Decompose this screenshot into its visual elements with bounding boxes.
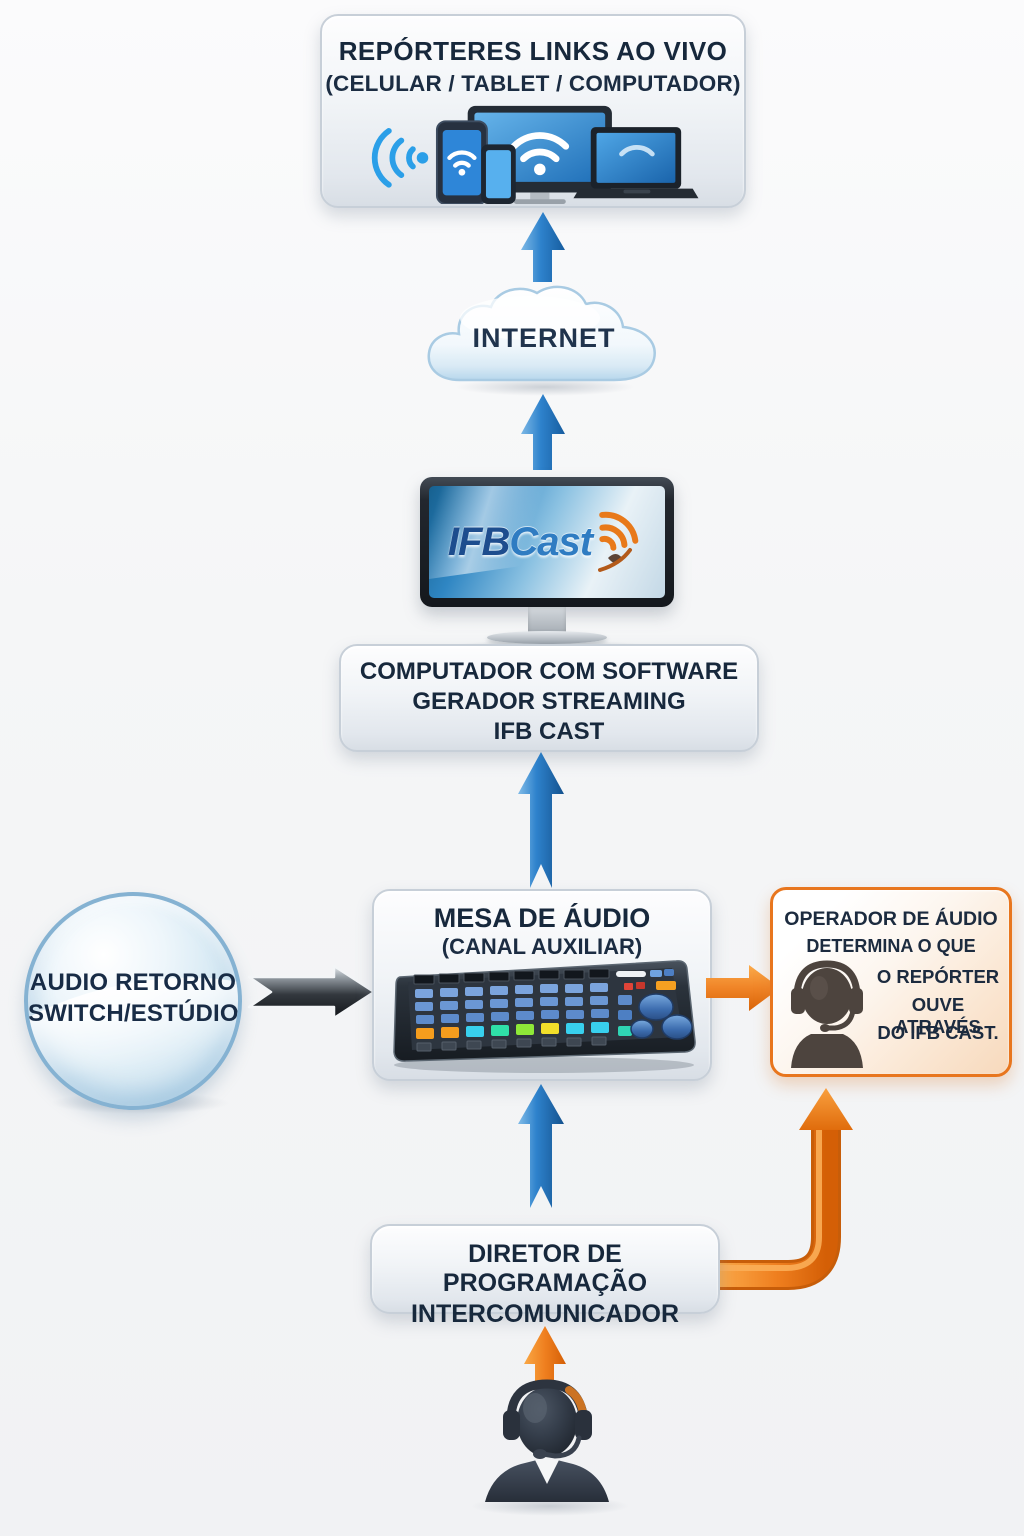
logo-ifb: IFB <box>447 519 510 564</box>
devices-icon <box>371 105 699 204</box>
arrow-up-blue-1 <box>521 212 565 282</box>
computer-line3: IFB CAST <box>493 718 605 745</box>
operador-line4: OUVE ATRAVÉS <box>895 994 981 1037</box>
internet-label: INTERNET <box>472 323 616 353</box>
diretor-line1: DIRETOR DE PROGRAMAÇÃO <box>442 1240 648 1297</box>
arrow-right-gray <box>247 964 376 1020</box>
audio-mixer-icon <box>393 960 696 1073</box>
mesa-box: MESA DE ÁUDIO (CANAL AUXILIAR) <box>372 889 712 1081</box>
tablet-icon <box>481 144 516 204</box>
headset-operator-icon <box>791 960 863 1068</box>
audio-retorno-line1: AUDIO RETORNO <box>29 969 237 997</box>
reporters-subtitle: (CELULAR / TABLET / COMPUTADOR) <box>325 71 741 96</box>
operador-line3: O REPÓRTER <box>876 966 1000 987</box>
arrow-up-blue-3 <box>518 752 564 888</box>
arrow-up-orange <box>524 1326 566 1392</box>
monitor-base <box>487 631 607 644</box>
computer-line2: GERADOR STREAMING <box>412 688 686 715</box>
operador-box: OPERADOR DE ÁUDIO DETERMINA O QUE O REPÓ… <box>770 887 1012 1077</box>
wifi-signal-icon <box>371 128 416 188</box>
ifbcast-logo: IFBCast <box>447 519 593 565</box>
arrow-curved-orange <box>716 1088 853 1290</box>
arrow-right-orange <box>706 965 780 1011</box>
cloud-shadow <box>455 378 635 396</box>
operador-line1: OPERADOR DE ÁUDIO <box>784 908 998 930</box>
smartphone-icon <box>435 120 488 204</box>
operador-line5: DO IFB CAST. <box>877 1022 999 1043</box>
operador-line2: DETERMINA O QUE <box>806 936 976 956</box>
laptop-icon <box>573 127 699 199</box>
audio-retorno-circle: AUDIO RETORNO SWITCH/ESTÚDIO <box>24 892 242 1110</box>
computer-box: COMPUTADOR COM SOFTWARE GERADOR STREAMIN… <box>339 644 759 752</box>
diretor-box: DIRETOR DE PROGRAMAÇÃO INTERCOMUNICADOR <box>370 1224 720 1328</box>
reporters-title: REPÓRTERES LINKS AO VIVO <box>338 36 728 66</box>
reporters-box: REPÓRTERES LINKS AO VIVO (CELULAR / TABL… <box>320 14 746 208</box>
logo-cast: Cast <box>509 519 593 564</box>
ifbcast-monitor: IFBCast <box>420 477 674 607</box>
cloud-icon <box>427 285 656 382</box>
signal-arcs-icon <box>598 511 639 572</box>
mesa-title: MESA DE ÁUDIO <box>433 903 651 933</box>
intercom-person-icon <box>485 1379 609 1502</box>
diretor-line2: INTERCOMUNICADOR <box>410 1300 680 1328</box>
computer-line1: COMPUTADOR COM SOFTWARE <box>359 658 739 685</box>
arrow-up-blue-2 <box>521 394 565 470</box>
monitor-neck <box>528 607 566 633</box>
ifbcast-screen: IFBCast <box>429 486 665 598</box>
wifi-dot <box>416 152 429 164</box>
arrow-up-blue-4 <box>518 1084 564 1208</box>
mesa-subtitle: (CANAL AUXILIAR) <box>441 934 643 959</box>
audio-retorno-line2: SWITCH/ESTÚDIO <box>28 1000 239 1028</box>
